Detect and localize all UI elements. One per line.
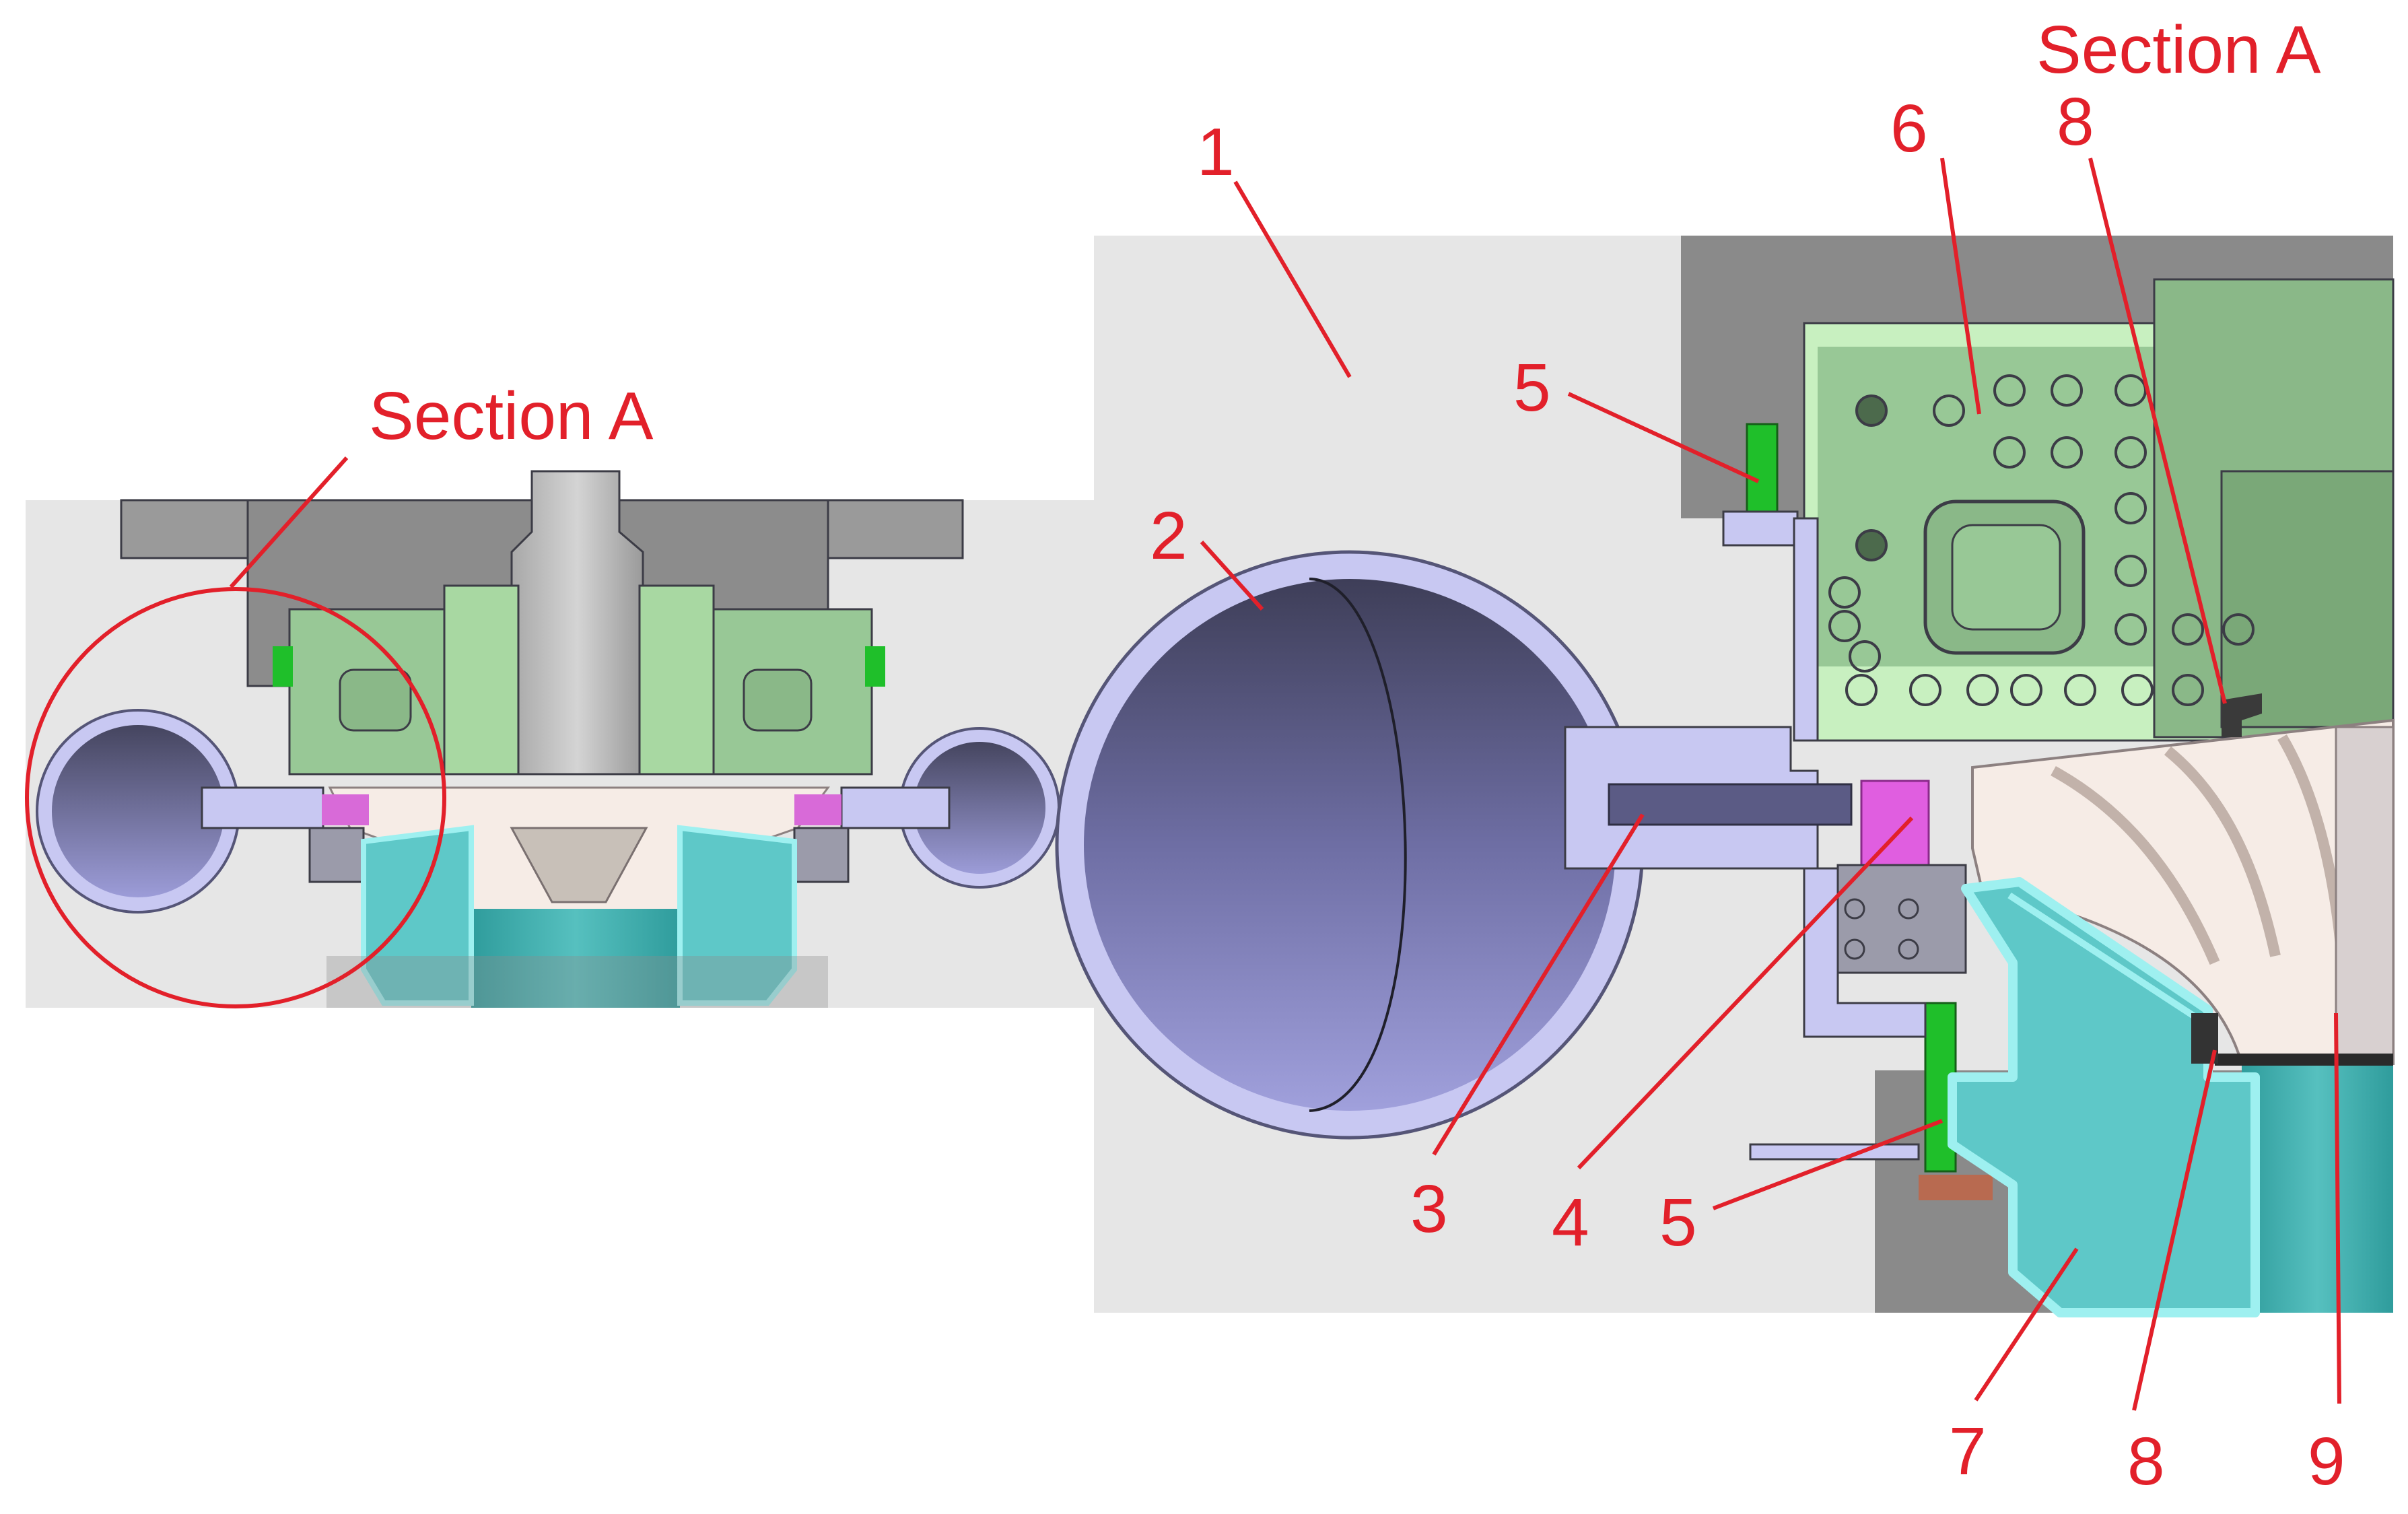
overview-view: Section A — [25, 378, 1096, 1008]
callout-2: 2 — [1150, 498, 1188, 574]
leader-8-bottom — [2132, 1050, 2217, 1411]
detail-callout-leaders — [1200, 158, 2341, 1411]
detail-labyrinth-teeth — [2222, 693, 2262, 737]
leader-1 — [1233, 180, 1352, 378]
leader-5-top — [1567, 392, 1760, 483]
leader-5-bottom — [1712, 1119, 1943, 1210]
leader-9 — [2334, 1012, 2341, 1404]
detail-runner-vane-a — [2051, 765, 2220, 965]
detail-seal-top-cap — [1722, 510, 1799, 547]
overview-volute-right — [840, 727, 1060, 889]
callout-4: 4 — [1552, 1185, 1589, 1260]
detail-runner-lip — [2215, 1054, 2393, 1066]
detail-bottom-ring-frame — [1803, 867, 1927, 1038]
detail-guide-vane-stem — [1608, 783, 1853, 826]
callout-5-bottom: 5 — [1659, 1185, 1697, 1260]
detail-bolt-holes — [1828, 374, 2255, 706]
overview-guide-bearing-left — [288, 584, 520, 776]
detail-stay-ring — [1793, 517, 1819, 742]
detail-flat-plate — [1749, 1143, 1920, 1161]
overview-runner-cone — [510, 827, 648, 903]
overview-magenta-ring-left — [322, 794, 369, 825]
detail-section-label: Section A — [2036, 12, 2321, 88]
overview-section-circle — [25, 587, 446, 1008]
overview-lower-base — [326, 956, 828, 1008]
detail-draft-tube — [2242, 1064, 2393, 1313]
detail-guide-bearing — [1803, 278, 2395, 742]
detail-seal-bottom-band — [1919, 1175, 1993, 1200]
detail-view — [1055, 236, 2395, 1317]
leader-7 — [1974, 1247, 2079, 1402]
overview-section-leader — [229, 456, 349, 589]
detail-callout-labels: Section A 1 2 3 4 5 5 6 7 8 8 9 — [1150, 12, 2345, 1499]
overview-discharge-ring-left — [361, 825, 474, 1006]
callout-5-top: 5 — [1513, 350, 1551, 425]
overview-flange-right — [827, 499, 964, 559]
detail-seal-top — [1746, 423, 1779, 516]
leader-2 — [1200, 540, 1264, 611]
callout-3: 3 — [1410, 1171, 1448, 1247]
overview-volute-left — [36, 709, 324, 914]
detail-runner-vane-b — [2164, 746, 2281, 957]
detail-gray-block-holes — [1844, 898, 1919, 960]
callout-8-bottom: 8 — [2127, 1424, 2165, 1499]
overview-discharge-ring-right — [677, 825, 797, 1006]
overview-seal-right — [865, 646, 885, 687]
overview-section-label: Section A — [369, 378, 654, 454]
leader-4 — [1577, 816, 1914, 1170]
callout-8-top: 8 — [2057, 84, 2094, 160]
overview-flange-left — [120, 499, 250, 559]
overview-guide-bearing-right — [638, 584, 873, 776]
overview-gray-block-right — [793, 827, 850, 883]
overview-draft-tube — [471, 909, 680, 1008]
overview-seal-left — [273, 646, 293, 687]
overview-gray-block-left — [308, 827, 365, 883]
leader-3 — [1432, 813, 1645, 1156]
leader-8-top — [2088, 158, 2227, 704]
overview-magenta-ring-right — [794, 794, 841, 825]
callout-9: 9 — [2308, 1424, 2345, 1499]
detail-runner-hub — [2335, 726, 2395, 1065]
detail-magenta-ring — [1860, 780, 1930, 870]
detail-discharge-seam — [2007, 892, 2197, 1020]
leader-6 — [1940, 158, 1981, 415]
callout-6: 6 — [1890, 91, 1928, 166]
callout-7: 7 — [1949, 1414, 1987, 1489]
callout-1: 1 — [1197, 114, 1235, 190]
